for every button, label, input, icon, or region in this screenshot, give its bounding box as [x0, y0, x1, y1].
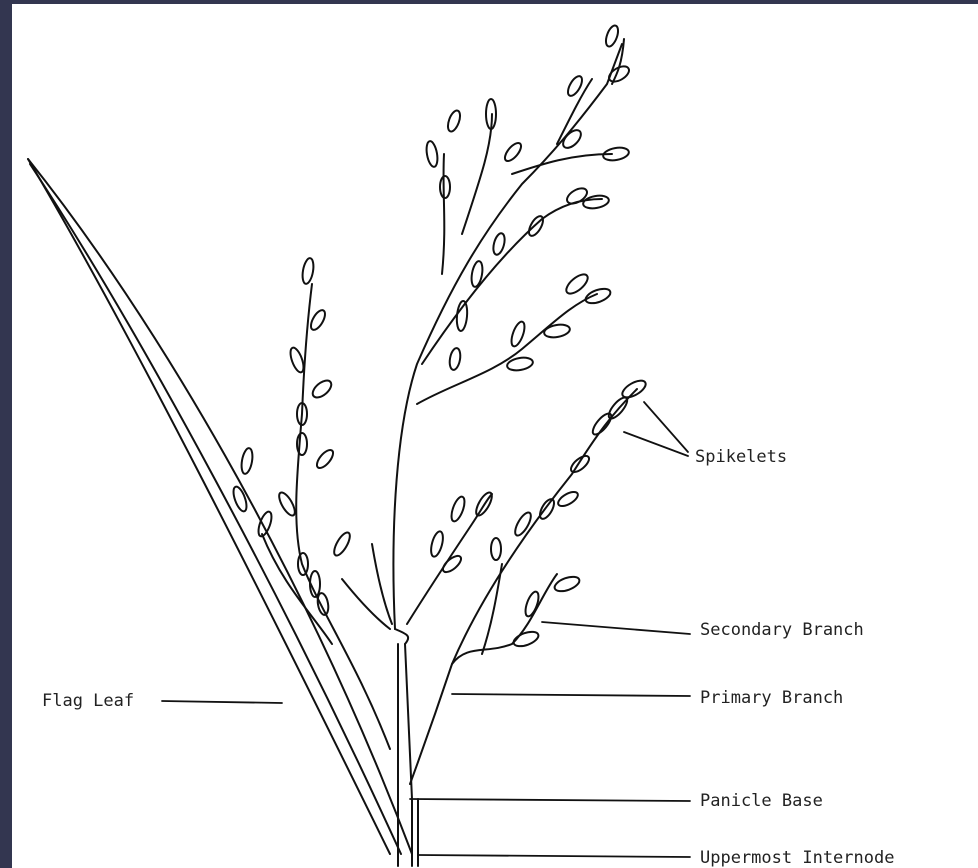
label-secondary-branch: Secondary Branch — [700, 621, 864, 639]
uppermost-internode — [398, 644, 418, 866]
spikelets — [231, 24, 648, 649]
leader-primary-branch — [452, 694, 690, 696]
leader-uppermost-internode — [418, 855, 690, 857]
diagram-canvas: Spikelets Secondary Branch Primary Branc… — [12, 4, 978, 868]
leader-panicle-base — [410, 799, 690, 801]
leader-spikelets-a — [644, 402, 688, 452]
label-primary-branch: Primary Branch — [700, 689, 843, 707]
label-spikelets: Spikelets — [695, 448, 787, 466]
flag-leaf — [28, 159, 412, 854]
label-flag-leaf: Flag Leaf — [42, 692, 134, 710]
label-panicle-base: Panicle Base — [700, 792, 823, 810]
leader-spikelets-b — [624, 432, 688, 456]
primary-branch-right — [410, 389, 637, 784]
main-rachis — [393, 44, 622, 644]
rice-panicle-drawing — [12, 4, 978, 868]
leader-flag-leaf — [162, 701, 282, 703]
label-uppermost-internode: Uppermost Internode — [700, 849, 894, 867]
primary-branch-left — [262, 284, 392, 749]
leader-secondary-branch — [542, 622, 690, 634]
secondary-branches — [407, 39, 624, 624]
